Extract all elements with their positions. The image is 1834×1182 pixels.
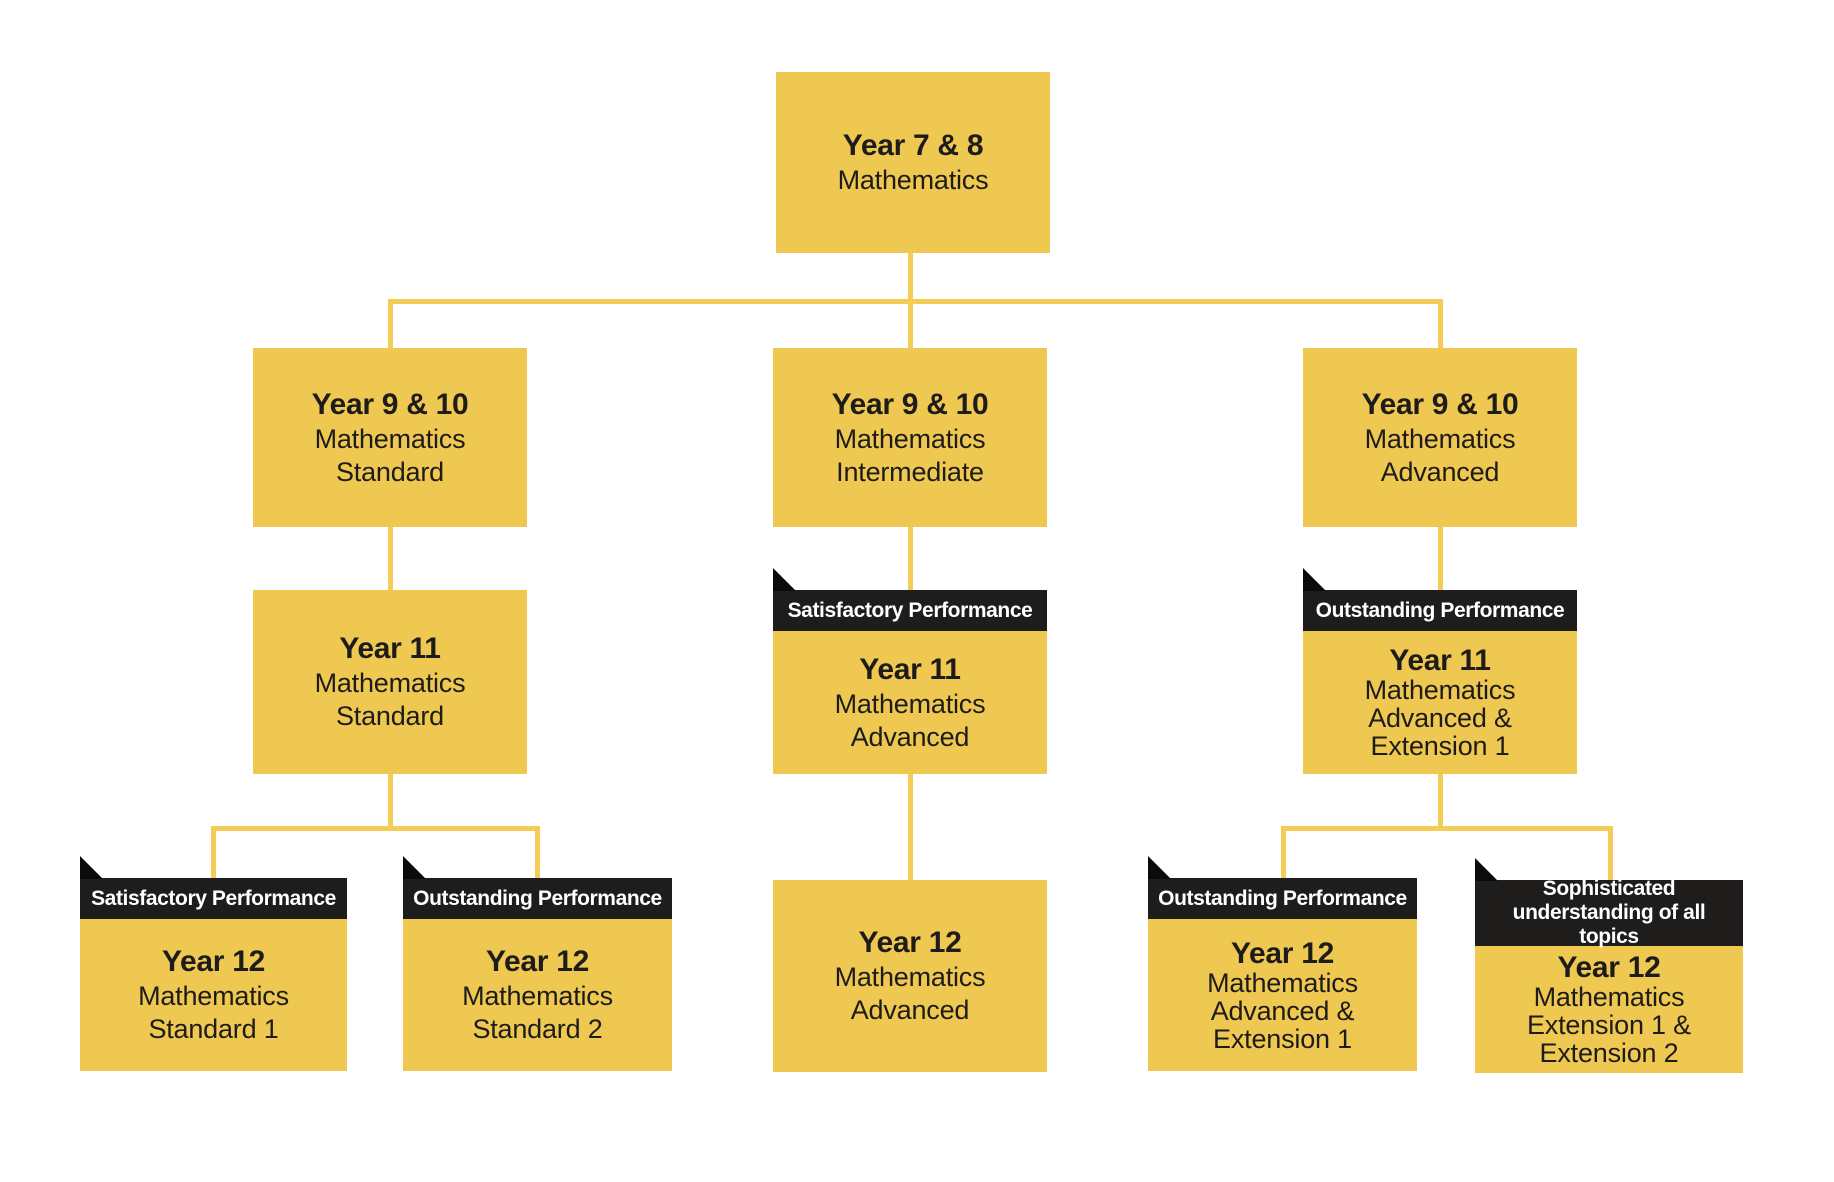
- node-subtitle: Mathematics: [138, 981, 289, 1011]
- connector-line: [908, 299, 913, 351]
- performance-ribbon: Outstanding Performance: [1303, 568, 1577, 631]
- ribbon-fold-icon: [403, 856, 426, 879]
- node-subtitle: Mathematics: [837, 165, 989, 195]
- node-subtitle: Mathematics: [314, 668, 466, 698]
- ribbon-label: Outstanding Performance: [1158, 886, 1407, 910]
- connector-line: [908, 770, 913, 885]
- node-title: Year 9 & 10: [311, 387, 469, 421]
- node-title: Year 7 & 8: [842, 129, 984, 162]
- node-y12-advanced: Year 12 Mathematics Advanced: [773, 880, 1047, 1072]
- ribbon-fold-icon: [1148, 856, 1171, 879]
- node-subtitle: Intermediate: [836, 456, 984, 487]
- node-subtitle: Mathematics: [834, 962, 986, 992]
- node-title: Year 12: [485, 945, 589, 978]
- node-subtitle: Mathematics: [314, 423, 466, 454]
- node-subtitle: Extension 2: [1539, 1038, 1679, 1068]
- performance-ribbon: Satisfactory Performance: [773, 568, 1047, 631]
- node-body: Year 12 Mathematics Extension 1 & Extens…: [1475, 946, 1743, 1073]
- connector-line: [1438, 299, 1443, 351]
- node-title: Year 12: [1557, 951, 1661, 984]
- node-subtitle: Mathematics: [1207, 967, 1358, 998]
- node-title: Year 12: [1230, 936, 1334, 970]
- connector-line: [1281, 826, 1286, 882]
- node-subtitle: Advanced &: [1368, 703, 1512, 733]
- ribbon-label: Satisfactory Performance: [787, 598, 1033, 622]
- node-subtitle: Mathematics: [1533, 982, 1685, 1012]
- performance-ribbon: Outstanding Performance: [403, 856, 672, 919]
- node-body: Year 11 Mathematics Standard: [253, 590, 527, 774]
- ribbon-fold-icon: [1475, 858, 1498, 881]
- connector-line: [1608, 826, 1613, 884]
- ribbon-fold-icon: [773, 568, 796, 591]
- node-y9-10-standard: Year 9 & 10 Mathematics Standard: [253, 348, 527, 527]
- node-subtitle: Mathematics: [834, 423, 986, 454]
- node-y11-advanced-extension-1: Outstanding Performance Year 11 Mathemat…: [1303, 568, 1577, 774]
- performance-ribbon: Sophisticated understanding of all topic…: [1475, 858, 1743, 948]
- connector-line: [1281, 826, 1613, 831]
- node-body: Year 12 Mathematics Advanced: [773, 880, 1047, 1072]
- node-subtitle: Standard 2: [472, 1014, 603, 1044]
- node-body: Year 9 & 10 Mathematics Intermediate: [773, 348, 1047, 527]
- node-subtitle: Mathematics: [1364, 423, 1516, 454]
- node-title: Year 12: [161, 945, 265, 978]
- connector-line: [211, 826, 216, 882]
- connector-line: [211, 826, 540, 831]
- node-subtitle: Mathematics: [462, 981, 613, 1011]
- ribbon-fold-icon: [1303, 568, 1326, 591]
- connector-line: [535, 826, 540, 882]
- node-subtitle: Standard: [336, 456, 444, 487]
- node-title: Year 9 & 10: [831, 387, 989, 421]
- node-subtitle: Mathematics: [834, 688, 986, 719]
- node-title: Year 11: [1389, 644, 1491, 677]
- node-title: Year 12: [858, 926, 962, 959]
- ribbon-label: Outstanding Performance: [413, 886, 662, 910]
- node-body: Year 11 Mathematics Advanced: [773, 631, 1047, 774]
- node-subtitle: Standard 1: [148, 1014, 279, 1044]
- node-subtitle: Advanced: [1380, 456, 1500, 487]
- node-title: Year 11: [339, 632, 441, 665]
- connector-line: [1438, 524, 1443, 593]
- node-y12-standard-1: Satisfactory Performance Year 12 Mathema…: [80, 856, 347, 1071]
- ribbon-label: Outstanding Performance: [1315, 598, 1565, 622]
- node-subtitle: Standard: [336, 701, 444, 731]
- connector-line: [388, 299, 1443, 304]
- connector-line: [388, 299, 393, 351]
- node-subtitle: Advanced: [850, 721, 970, 752]
- node-y11-advanced: Satisfactory Performance Year 11 Mathema…: [773, 568, 1047, 774]
- node-year-7-8: Year 7 & 8 Mathematics: [776, 72, 1050, 253]
- node-body: Year 9 & 10 Mathematics Advanced: [1303, 348, 1577, 527]
- node-title: Year 11: [859, 652, 961, 686]
- node-body: Year 12 Mathematics Standard 1: [80, 919, 347, 1071]
- node-y9-10-advanced: Year 9 & 10 Mathematics Advanced: [1303, 348, 1577, 527]
- connector-line: [908, 524, 913, 593]
- performance-ribbon: Outstanding Performance: [1148, 856, 1417, 919]
- node-body: Year 12 Mathematics Advanced & Extension…: [1148, 919, 1417, 1071]
- node-subtitle: Extension 1: [1370, 731, 1510, 761]
- connector-line: [388, 770, 393, 831]
- connector-line: [1438, 770, 1443, 831]
- node-subtitle: Extension 1: [1213, 1023, 1352, 1054]
- ribbon-label: Sophisticated: [1542, 877, 1676, 900]
- node-subtitle: Advanced &: [1210, 995, 1355, 1026]
- node-body: Year 7 & 8 Mathematics: [776, 72, 1050, 253]
- ribbon-fold-icon: [80, 856, 103, 879]
- node-subtitle: Advanced: [850, 995, 970, 1025]
- node-y12-advanced-extension-1: Outstanding Performance Year 12 Mathemat…: [1148, 856, 1417, 1071]
- node-y12-standard-2: Outstanding Performance Year 12 Mathemat…: [403, 856, 672, 1071]
- ribbon-label: Satisfactory Performance: [91, 886, 336, 910]
- connector-line: [908, 250, 913, 305]
- node-subtitle: Mathematics: [1364, 675, 1516, 705]
- node-body: Year 11 Mathematics Advanced & Extension…: [1303, 631, 1577, 774]
- connector-line: [388, 524, 393, 593]
- performance-ribbon: Satisfactory Performance: [80, 856, 347, 919]
- ribbon-label: understanding of all topics: [1512, 901, 1706, 948]
- node-body: Year 12 Mathematics Standard 2: [403, 919, 672, 1071]
- node-y11-standard: Year 11 Mathematics Standard: [253, 590, 527, 774]
- node-y9-10-intermediate: Year 9 & 10 Mathematics Intermediate: [773, 348, 1047, 527]
- node-subtitle: Extension 1 &: [1526, 1010, 1691, 1040]
- node-title: Year 9 & 10: [1361, 387, 1519, 421]
- node-y12-extension-1-extension-2: Sophisticated understanding of all topic…: [1475, 858, 1743, 1073]
- node-body: Year 9 & 10 Mathematics Standard: [253, 348, 527, 527]
